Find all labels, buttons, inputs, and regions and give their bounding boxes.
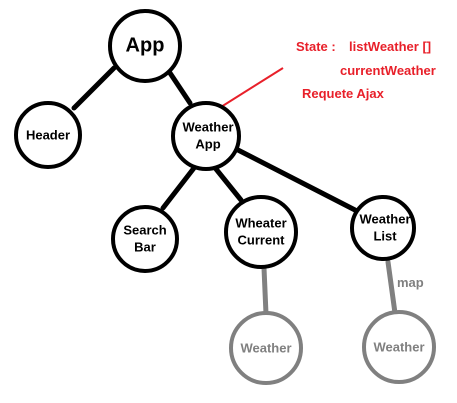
edge-app-weather-app <box>165 67 193 106</box>
node-search-bar-label-line1: Search <box>123 222 166 237</box>
node-search-bar-circle <box>111 205 179 273</box>
node-wheater-current-label-line1: Wheater <box>235 215 286 230</box>
node-weather-list-label-line1: Weather <box>359 211 410 226</box>
state-label: State : <box>296 39 336 54</box>
node-wheater-current: Wheater Current <box>224 195 298 269</box>
node-app-circle <box>108 9 182 83</box>
node-weather-app-label-line1: Weather <box>182 119 233 134</box>
node-weather-list-circle <box>350 195 416 261</box>
node-weather-left-label: Weather <box>240 340 291 355</box>
node-weather-right-label: Weather <box>373 339 424 354</box>
node-weather-right-circle <box>362 310 436 384</box>
edge-weather-app-search-bar <box>160 165 197 211</box>
annotation-pointer <box>212 67 284 113</box>
node-header-label: Header <box>26 127 70 142</box>
edges <box>71 65 398 317</box>
node-weather-list-label-line2: List <box>373 228 397 243</box>
edge-wheater-current-weather <box>261 265 269 317</box>
state-annotation: State : listWeather [] currentWeather Re… <box>296 39 436 101</box>
edge-weather-list-weather <box>385 259 398 316</box>
request-ajax-label: Requete Ajax <box>302 86 385 101</box>
edge-weather-app-wheater-current <box>213 166 244 203</box>
state-item-list-weather: listWeather [] <box>349 39 431 54</box>
node-app: App <box>108 9 182 83</box>
node-weather-list: Weather List <box>350 195 416 261</box>
node-wheater-current-label-line2: Current <box>238 232 286 247</box>
node-search-bar-label-line2: Bar <box>134 239 156 254</box>
node-weather-right: Weather <box>362 310 436 384</box>
edge-app-header <box>71 65 117 111</box>
node-wheater-current-circle <box>224 195 298 269</box>
edge-weather-app-weather-list <box>235 147 358 213</box>
node-weather-left: Weather <box>229 311 303 385</box>
node-weather-app-circle <box>171 101 241 171</box>
node-search-bar: Search Bar <box>111 205 179 273</box>
node-weather-app: Weather App <box>171 101 241 171</box>
node-weather-app-label-line2: App <box>195 136 220 151</box>
node-weather-left-circle <box>229 311 303 385</box>
edge-label-map: map <box>397 275 424 290</box>
node-app-label: App <box>126 34 165 56</box>
node-header: Header <box>14 101 82 169</box>
node-header-circle <box>14 101 82 169</box>
state-item-current-weather: currentWeather <box>340 63 436 78</box>
